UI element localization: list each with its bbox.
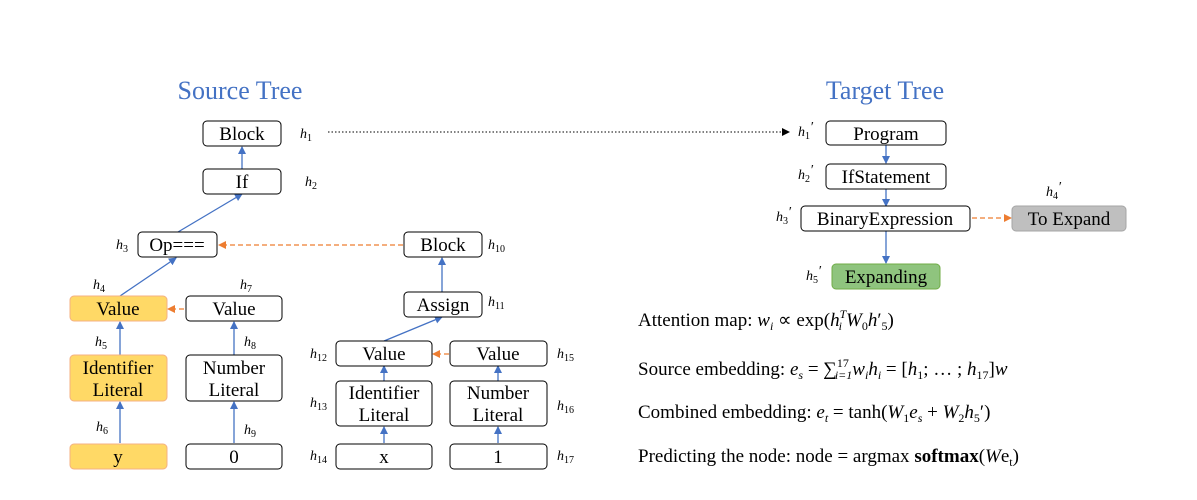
source-node-identifier-literal-highlight: Identifier Literal bbox=[69, 354, 168, 402]
source-node-block2: Block bbox=[403, 231, 483, 258]
node-label: BinaryExpression bbox=[817, 209, 954, 230]
target-node-binaryexpression: BinaryExpression bbox=[800, 205, 971, 232]
label-h6: h6 bbox=[96, 420, 108, 437]
label-h15: h15 bbox=[557, 347, 574, 364]
label-h12: h12 bbox=[310, 347, 327, 364]
target-node-program: Program bbox=[825, 120, 947, 146]
label-h2-prime: h2′ bbox=[798, 163, 814, 185]
label-h1: h1 bbox=[300, 127, 312, 144]
node-label-line2: Literal bbox=[473, 405, 524, 426]
source-node-op: Op=== bbox=[137, 231, 218, 258]
formula-predicting-node: Predicting the node: node = argmax softm… bbox=[638, 446, 1019, 469]
source-tree-title: Source Tree bbox=[178, 76, 303, 105]
source-edges bbox=[116, 146, 502, 443]
source-node-x: x bbox=[335, 443, 433, 470]
label-h2: h2 bbox=[305, 175, 317, 192]
label-h10: h10 bbox=[488, 238, 505, 255]
edge-op-if bbox=[177, 193, 243, 233]
source-node-one: 1 bbox=[449, 443, 548, 470]
label-h5-prime: h5′ bbox=[806, 264, 822, 286]
target-node-to-expand: To Expand bbox=[1011, 205, 1127, 232]
label-h7: h7 bbox=[240, 278, 252, 295]
source-dashed-edges bbox=[167, 241, 449, 358]
label-h4-prime: h4′ bbox=[1046, 180, 1062, 202]
target-hidden-labels: h1′ h2′ h3′ h4′ h5′ bbox=[776, 120, 1062, 286]
node-label: If bbox=[236, 172, 249, 193]
source-node-if: If bbox=[202, 168, 282, 195]
source-node-identifier-literal-b: Identifier Literal bbox=[335, 380, 433, 427]
source-node-number-literal: Number Literal bbox=[185, 354, 283, 402]
target-tree-title: Target Tree bbox=[826, 76, 944, 105]
node-label-line2: Literal bbox=[359, 405, 410, 426]
source-node-number-literal-b: Number Literal bbox=[449, 380, 548, 427]
label-h9: h9 bbox=[244, 423, 256, 440]
source-node-value-highlight: Value bbox=[69, 295, 168, 322]
node-label-line1: Identifier bbox=[83, 358, 154, 379]
source-node-zero: 0 bbox=[185, 443, 283, 470]
label-h3: h3 bbox=[116, 238, 128, 255]
node-label-line2: Literal bbox=[93, 380, 144, 401]
node-label: To Expand bbox=[1028, 209, 1111, 230]
source-node-value-mid: Value bbox=[185, 295, 283, 322]
node-label: 1 bbox=[493, 447, 503, 468]
node-label: y bbox=[113, 447, 123, 468]
edge-value-op bbox=[119, 257, 177, 297]
node-label: Assign bbox=[417, 295, 470, 316]
source-hidden-labels: h1 h2 h3 h4 h7 h5 h8 h6 h9 h10 h11 h12 h… bbox=[93, 127, 574, 466]
target-node-expanding: Expanding bbox=[831, 263, 941, 290]
node-label: 0 bbox=[229, 447, 239, 468]
label-h14: h14 bbox=[310, 449, 327, 466]
node-label: Value bbox=[362, 344, 405, 365]
node-label-line2: Literal bbox=[209, 380, 260, 401]
label-h16: h16 bbox=[557, 399, 574, 416]
node-label-line1: Number bbox=[203, 358, 266, 379]
label-h8: h8 bbox=[244, 335, 256, 352]
node-label-line1: Identifier bbox=[349, 383, 420, 404]
label-h3-prime: h3′ bbox=[776, 205, 792, 227]
source-node-y-highlight: y bbox=[69, 443, 168, 470]
source-node-value-a: Value bbox=[335, 340, 433, 367]
source-node-block: Block bbox=[202, 120, 282, 147]
node-label: x bbox=[379, 447, 389, 468]
edge-value-assign bbox=[383, 315, 443, 342]
node-label: Value bbox=[96, 299, 139, 320]
node-label: Block bbox=[219, 124, 265, 145]
node-label: IfStatement bbox=[842, 167, 931, 188]
label-h11: h11 bbox=[488, 295, 505, 312]
source-node-value-b: Value bbox=[449, 340, 548, 367]
target-node-ifstatement: IfStatement bbox=[825, 163, 947, 190]
source-node-assign: Assign bbox=[403, 291, 483, 318]
node-label: Program bbox=[853, 124, 919, 145]
formula-combined-embedding: Combined embedding: et = tanh(W1es + W2h… bbox=[638, 402, 990, 425]
label-h17: h17 bbox=[557, 449, 574, 466]
label-h1-prime: h1′ bbox=[798, 120, 814, 142]
node-label: Op=== bbox=[149, 235, 204, 256]
node-label: Block bbox=[420, 235, 466, 256]
node-label: Value bbox=[212, 299, 255, 320]
node-label: Expanding bbox=[845, 267, 928, 288]
node-label: Value bbox=[476, 344, 519, 365]
label-h13: h13 bbox=[310, 396, 327, 413]
label-h5: h5 bbox=[95, 335, 107, 352]
label-h4: h4 bbox=[93, 278, 105, 295]
node-label-line1: Number bbox=[467, 383, 530, 404]
